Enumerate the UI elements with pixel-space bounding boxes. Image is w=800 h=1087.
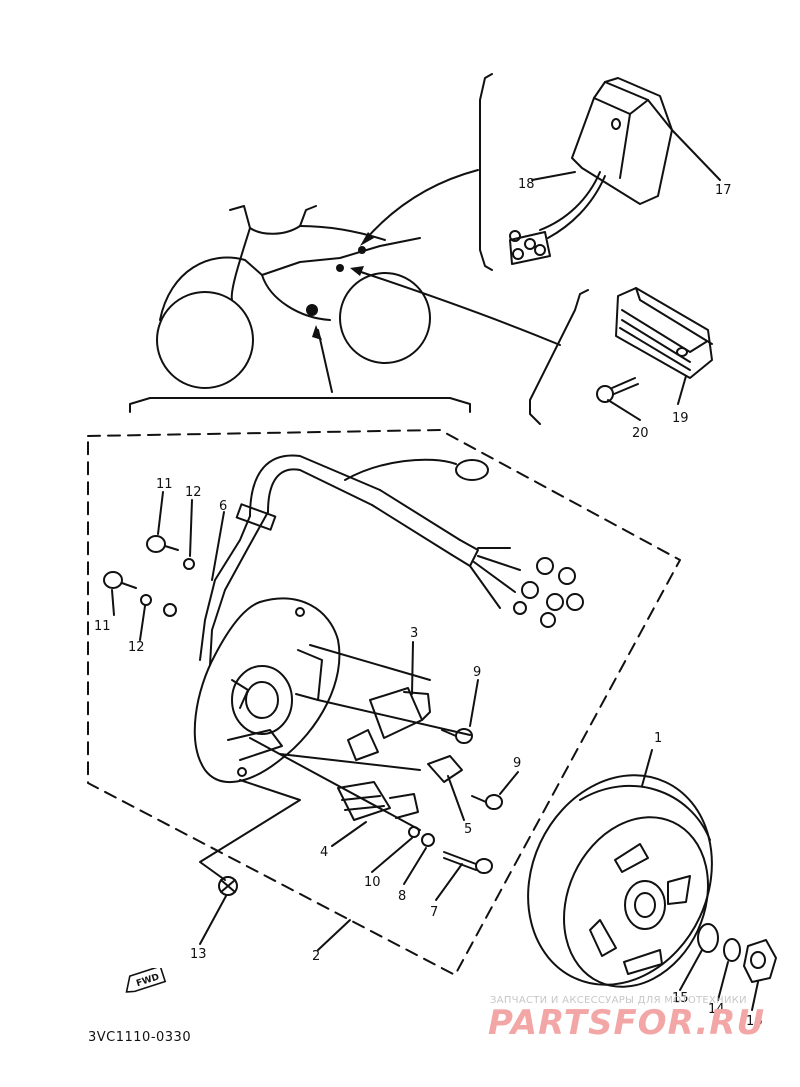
- regulator-bracket: [529, 289, 589, 425]
- watermark-caption: ЗАПЧАСТИ И АКСЕССУАРЫ ДЛЯ МОТОТЕХНИКИ: [490, 995, 747, 1006]
- cdi-unit: [509, 77, 673, 265]
- callout-9-lower: 9: [513, 756, 522, 771]
- callout-9-upper: 9: [473, 665, 482, 680]
- callout-7: 7: [430, 905, 439, 920]
- charging-coil: [337, 781, 419, 821]
- bike-bracket: [129, 397, 471, 413]
- washer-10: [408, 826, 420, 838]
- assembly-boundary: [87, 429, 681, 976]
- screw-13: [218, 876, 238, 896]
- screw-7: [443, 851, 493, 874]
- callout-4: 4: [320, 845, 329, 860]
- cdi-bracket: [479, 73, 493, 271]
- pickup-coil: [347, 687, 431, 761]
- callout-1: 1: [654, 731, 663, 746]
- callout-11-upper: 11: [156, 477, 173, 492]
- watermark-brand: PARTSFOR.RU: [488, 1003, 766, 1043]
- screw-11-upper: [146, 535, 179, 553]
- regulator: [596, 287, 713, 403]
- callout-14: 14: [708, 1002, 725, 1017]
- forward-arrow-icon: FWD: [125, 968, 167, 993]
- callout-12-upper: 12: [185, 485, 202, 500]
- callout-18: 18: [518, 177, 535, 192]
- screw-9-lower: [471, 794, 503, 810]
- bracket-5: [427, 755, 463, 783]
- washer-8: [421, 833, 435, 847]
- callout-16: 16: [746, 1014, 763, 1029]
- wire-harness: [199, 454, 584, 666]
- washer-15: [697, 923, 719, 953]
- callout-15: 15: [672, 991, 689, 1006]
- callout-6: 6: [219, 499, 228, 514]
- screw-11-lower: [103, 571, 137, 589]
- screw-9-upper: [441, 728, 473, 744]
- callout-10: 10: [364, 875, 381, 890]
- callout-8: 8: [398, 889, 407, 904]
- callout-11-lower: 11: [94, 619, 111, 634]
- callout-20: 20: [632, 426, 649, 441]
- callout-3: 3: [410, 626, 419, 641]
- washer-12-lower: [140, 594, 152, 606]
- washer-12-upper: [183, 558, 195, 570]
- callout-19: 19: [672, 411, 689, 426]
- nut-16: [743, 939, 777, 983]
- stator-plate: [193, 597, 341, 784]
- diagram-code: 3VC1110-0330: [88, 1030, 192, 1045]
- callout-2: 2: [312, 949, 321, 964]
- callout-17: 17: [715, 183, 732, 198]
- lock-washer-14: [723, 938, 741, 962]
- callout-13: 13: [190, 947, 207, 962]
- callout-5: 5: [464, 822, 473, 837]
- rotor-flywheel: [527, 774, 713, 988]
- motorcycle-silhouette: [156, 205, 431, 389]
- callout-12-lower: 12: [128, 640, 145, 655]
